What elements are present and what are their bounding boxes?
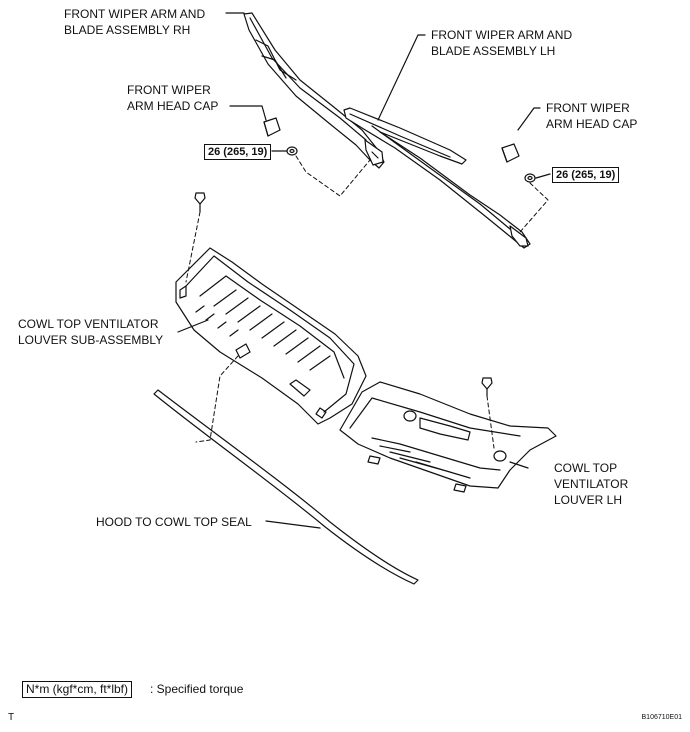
legend-unit-box: N*m (kgf*cm, ft*lbf) bbox=[22, 681, 133, 698]
label-head-cap-right: FRONT WIPER ARM HEAD CAP bbox=[546, 101, 638, 131]
figure-code: B106710E01 bbox=[641, 714, 682, 721]
louver-lh-shape bbox=[339, 381, 557, 493]
nut-left bbox=[286, 146, 298, 156]
label-head-cap-left: FRONT WIPER ARM HEAD CAP bbox=[127, 83, 219, 113]
dashed-lines bbox=[185, 155, 549, 449]
wiper-arm-rh bbox=[243, 12, 385, 169]
label-hood-seal: HOOD TO COWL TOP SEAL bbox=[96, 515, 252, 529]
clip-right bbox=[481, 377, 493, 397]
corner-mark: T bbox=[8, 712, 15, 723]
louver-sub-assembly-shape bbox=[175, 247, 367, 425]
label-louver-sub-assembly: COWL TOP VENTILATOR LOUVER SUB-ASSEMBLY bbox=[18, 317, 164, 347]
hood-seal-shape bbox=[153, 389, 419, 585]
nut-right bbox=[524, 173, 536, 183]
wiper-arm-lh bbox=[343, 107, 531, 249]
leader-lines bbox=[177, 12, 551, 529]
label-wiper-lh: FRONT WIPER ARM AND BLADE ASSEMBLY LH bbox=[431, 28, 573, 58]
clip-left bbox=[194, 192, 206, 213]
label-louver-lh: COWL TOP VENTILATOR LOUVER LH bbox=[554, 461, 629, 507]
head-cap-right-shape bbox=[501, 143, 520, 163]
torque-box-left: 26 (265, 19) bbox=[204, 144, 272, 160]
legend-description: : Specified torque bbox=[150, 682, 244, 696]
label-wiper-rh: FRONT WIPER ARM AND BLADE ASSEMBLY RH bbox=[64, 7, 206, 37]
head-cap-left-shape bbox=[263, 117, 281, 137]
torque-box-right: 26 (265, 19) bbox=[552, 167, 620, 183]
